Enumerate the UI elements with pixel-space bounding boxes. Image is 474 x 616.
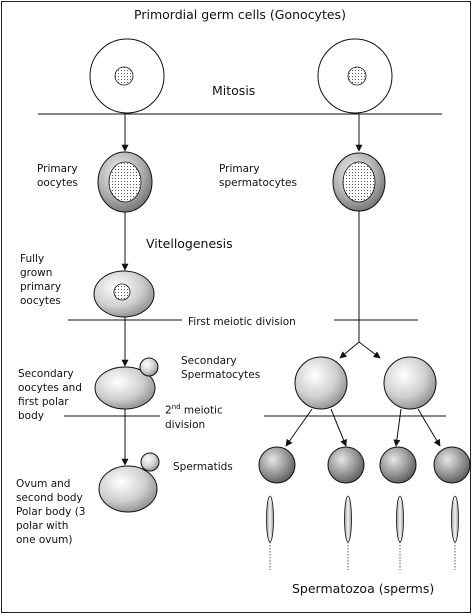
arrow-to-spermatid-4 bbox=[417, 408, 441, 447]
spermatozoon-2 bbox=[344, 495, 352, 570]
secondary-spermatocyte-cell-left bbox=[294, 356, 348, 410]
ovum-cell bbox=[98, 465, 158, 513]
mitosis-label: Mitosis bbox=[212, 83, 256, 98]
vitellogenesis-label: Vitellogenesis bbox=[146, 236, 233, 251]
secondary-spermatocyte-cell-right bbox=[383, 356, 437, 410]
spermatid-cell-2 bbox=[327, 446, 365, 484]
primary-spermatocyte-cell bbox=[332, 152, 386, 212]
gonocyte-cell-left bbox=[89, 38, 165, 114]
spermatid-cell-4 bbox=[433, 446, 471, 484]
primary-oocyte-cell bbox=[97, 151, 153, 213]
first-polar-body bbox=[139, 357, 159, 377]
spermatid-cell-1 bbox=[258, 446, 296, 484]
spermatozoon-4 bbox=[451, 495, 459, 570]
spermatozoon-1 bbox=[266, 495, 274, 570]
diagram-title: Primordial germ cells (Gonocytes) bbox=[134, 7, 346, 22]
arrow-to-spermatid-3 bbox=[393, 408, 402, 447]
spermatids-label: Spermatids bbox=[173, 461, 233, 473]
spermatozoa-label: Spermatozoa (sperms) bbox=[292, 581, 435, 596]
second-meiotic-superscript: nd bbox=[171, 403, 181, 411]
second-meiotic-ordinal: 2 bbox=[165, 404, 172, 417]
fully-grown-oocyte-cell bbox=[93, 270, 155, 318]
secondary-oocytes-label: Secondary oocytes and first polar body bbox=[18, 368, 82, 422]
primary-oocytes-label: Primary oocytes bbox=[37, 163, 78, 189]
second-meiotic-rest: meiotic division bbox=[165, 404, 223, 431]
ovum-label: Ovum and second body Polar body (3 polar… bbox=[16, 478, 86, 546]
arrow-to-spermatid-2 bbox=[330, 408, 347, 447]
fully-grown-primary-oocytes-label: Fully grown primary oocytes bbox=[20, 253, 62, 307]
spermatozoon-3 bbox=[396, 495, 404, 570]
gonocyte-cell-right bbox=[317, 38, 393, 114]
second-polar-body bbox=[140, 452, 160, 472]
first-meiotic-division-label: First meiotic division bbox=[188, 316, 296, 328]
arrow-to-spermatid-1 bbox=[285, 408, 313, 447]
spermatid-cell-3 bbox=[379, 446, 417, 484]
secondary-spermatocytes-label: Secondary Spermatocytes bbox=[181, 355, 261, 381]
primary-spermatocytes-label: Primary spermatocytes bbox=[219, 163, 297, 189]
second-meiotic-division-label: 2nd meiotic division bbox=[165, 400, 245, 432]
arrow-split-left bbox=[339, 341, 360, 359]
arrow-split-right bbox=[358, 341, 381, 359]
